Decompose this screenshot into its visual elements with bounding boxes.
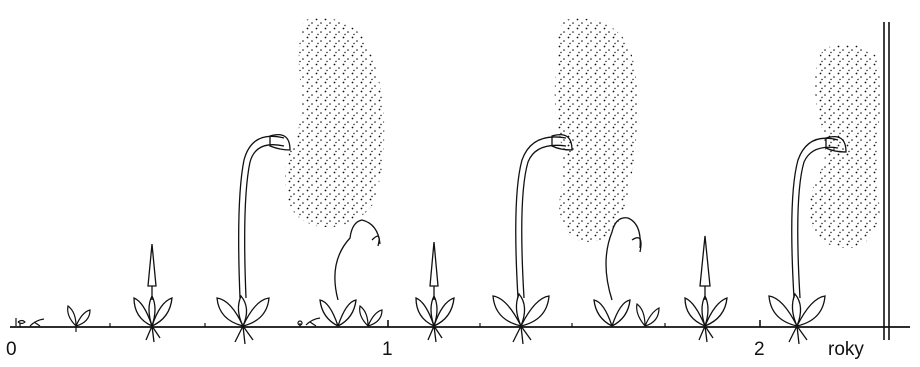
time-axis (10, 320, 910, 327)
axis-tick-label-1: 1 (382, 340, 393, 359)
young-rosette-1 (68, 306, 90, 332)
young-rosette-2 (360, 306, 382, 326)
spore-cloud-1 (285, 18, 384, 227)
spore-cloud-3 (810, 44, 881, 248)
mature-capsule-plant-1 (217, 135, 290, 344)
axis-tick-label-0: 0 (6, 340, 17, 359)
curved-seta-plant-1 (320, 220, 380, 326)
spore-cloud-2 (555, 19, 638, 243)
axis-tick-label-2: 2 (754, 340, 765, 359)
mature-capsule-plant-2 (493, 135, 572, 344)
protonema-mark-2 (298, 318, 320, 326)
young-rosette-3 (637, 304, 659, 326)
axis-unit-label: roky (828, 340, 864, 359)
end-bar (884, 22, 889, 340)
